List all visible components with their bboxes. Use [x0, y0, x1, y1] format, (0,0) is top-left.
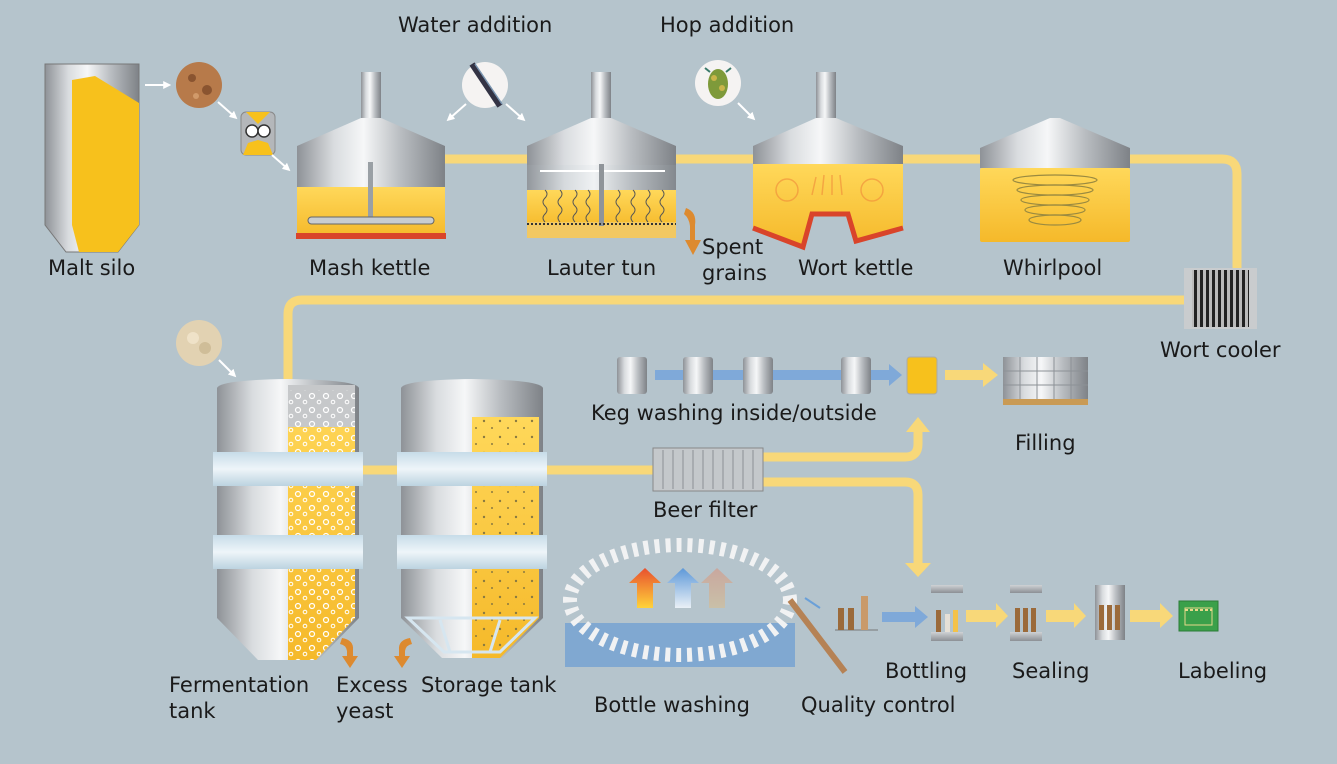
pipe-whirlpool-to-cooler: [1130, 154, 1242, 270]
whirlpool: [980, 118, 1130, 242]
arrow-to-bottling-machine: [882, 606, 928, 628]
arrow-to-crate: [1046, 603, 1086, 628]
storage-tank: [397, 379, 547, 658]
label-beer-filter: Beer filter: [653, 498, 758, 522]
wort-cooler: [1184, 268, 1257, 329]
label-whirlpool: Whirlpool: [1003, 256, 1103, 280]
arrow-to-filling: [945, 363, 998, 387]
label-hop-addition: Hop addition: [660, 13, 795, 37]
arrow-to-sealing: [966, 603, 1008, 628]
pipe-cooler-to-fermentation: [283, 295, 1185, 380]
pipes: [283, 154, 1242, 565]
cold-water-arrow: [667, 568, 699, 608]
arrow-to-bottling: [905, 563, 931, 577]
label-mash-kettle: Mash kettle: [309, 256, 431, 280]
label-wort-kettle: Wort kettle: [798, 256, 914, 280]
excess-yeast-arrow-left: [340, 638, 358, 668]
label-storage-tank: Storage tank: [421, 673, 557, 697]
grain-mill-icon: [240, 111, 276, 156]
excess-yeast-arrow-right: [394, 638, 412, 668]
arrow-to-labeling: [1130, 603, 1173, 628]
rinse-arrow: [701, 568, 733, 608]
label-keg-washing: Keg washing inside/outside: [591, 401, 877, 425]
label-bottling: Bottling: [885, 659, 968, 683]
label-filling: Filling: [1015, 431, 1076, 455]
mash-kettle: [296, 72, 446, 239]
label-lauter-tun: Lauter tun: [547, 256, 657, 280]
lauter-tun: [527, 72, 676, 238]
label-quality-control: Quality control: [801, 693, 956, 717]
keg: [841, 357, 871, 394]
keg: [617, 357, 647, 394]
keg-wash-flow-arrow: [655, 364, 902, 386]
sealing-machine: [1010, 585, 1042, 641]
label-excess-yeast: Excess yeast: [336, 673, 408, 723]
label-malt-silo: Malt silo: [48, 256, 136, 280]
label-spent-grains: Spent grains: [702, 235, 767, 285]
pipe-filter-to-keg: [762, 430, 923, 462]
label-sealing: Sealing: [1012, 659, 1090, 683]
water-pipe-icon: [462, 62, 508, 108]
label-fermentation-tank: Fermentation tank: [169, 673, 310, 723]
yeast-icon: [176, 320, 222, 366]
hop-cone-icon: [695, 60, 741, 106]
wort-kettle: [752, 72, 904, 251]
arrow-to-keg-filling: [906, 417, 930, 432]
label-icon: [1178, 600, 1219, 632]
pipe-filter-to-bottling: [762, 477, 923, 565]
quality-control-station: [787, 596, 878, 674]
sealing-crate: [1095, 585, 1125, 640]
bottling-machine: [931, 585, 963, 641]
hot-water-arrow: [629, 568, 661, 608]
spent-grains-arrow: [684, 208, 701, 255]
kegs: [617, 356, 938, 395]
fermentation-tank: [213, 379, 363, 660]
beer-filter: [652, 447, 764, 492]
label-wort-cooler: Wort cooler: [1160, 338, 1281, 362]
keg: [743, 357, 773, 394]
malt-grain-icon: [176, 62, 222, 108]
label-bottle-washing: Bottle washing: [594, 693, 750, 717]
bottle-washer: [563, 538, 797, 667]
keg-filled: [906, 356, 938, 395]
label-water-addition: Water addition: [398, 13, 553, 37]
keg-pallet: [1003, 357, 1088, 405]
malt-silo: [44, 63, 140, 253]
label-labeling: Labeling: [1178, 659, 1268, 683]
keg: [683, 357, 713, 394]
